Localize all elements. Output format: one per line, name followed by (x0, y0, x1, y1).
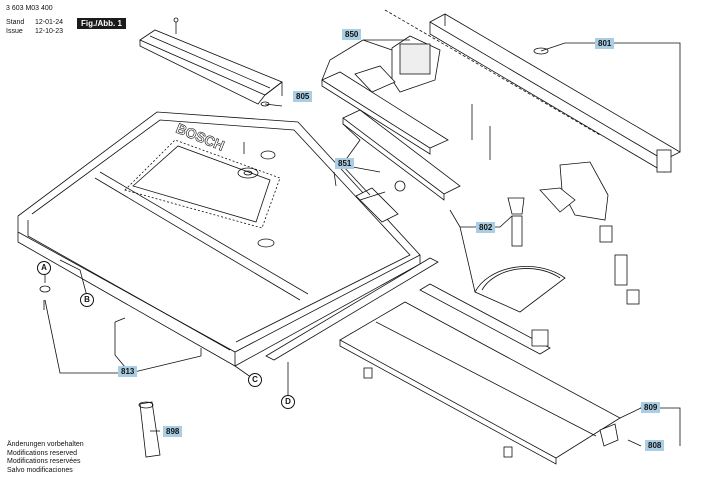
fasteners (39, 104, 491, 356)
stand-label: Stand (6, 19, 25, 26)
callout-d: D (281, 395, 295, 409)
stand-date: 12-01-24 (35, 19, 64, 26)
part-tag-801: 801 (595, 38, 615, 49)
callout-a: A (37, 261, 51, 275)
callout-c: C (248, 373, 262, 387)
table-top (17, 111, 421, 367)
part-tag-850: 850 (342, 29, 362, 40)
part-tag-802: 802 (476, 222, 496, 233)
modifications-notes: Änderungen vorbehalten Modifications res… (7, 441, 84, 475)
note-de: Änderungen vorbehalten (7, 441, 84, 448)
callout-b: B (80, 293, 94, 307)
document-number: 3 603 M03 400 (6, 5, 53, 12)
issue-label: Issue (6, 28, 23, 35)
rear-extension-rail (139, 17, 283, 107)
note-fr: Modifications reservées (7, 458, 81, 466)
part-tag-898: 898 (163, 426, 183, 437)
part-tag-813: 813 (118, 366, 138, 377)
miter-gauge (474, 161, 640, 313)
leader-lines (44, 39, 681, 447)
push-stick (138, 401, 161, 458)
note-en: Modifications reserved (7, 449, 78, 457)
part-tag-808: 808 (645, 440, 665, 451)
part-tag-805: 805 (293, 91, 313, 102)
side-extension-table (339, 301, 621, 465)
rip-fence (321, 35, 449, 155)
figure-label: Fig./Abb. 1 (77, 18, 126, 29)
angle-fence (342, 109, 461, 223)
note-es: Salvo modificaciones (7, 466, 73, 474)
part-tag-809: 809 (641, 402, 661, 413)
part-tag-851: 851 (335, 158, 355, 169)
miter-slide-rail (265, 257, 551, 361)
issue-date: 12-10-23 (35, 28, 64, 35)
